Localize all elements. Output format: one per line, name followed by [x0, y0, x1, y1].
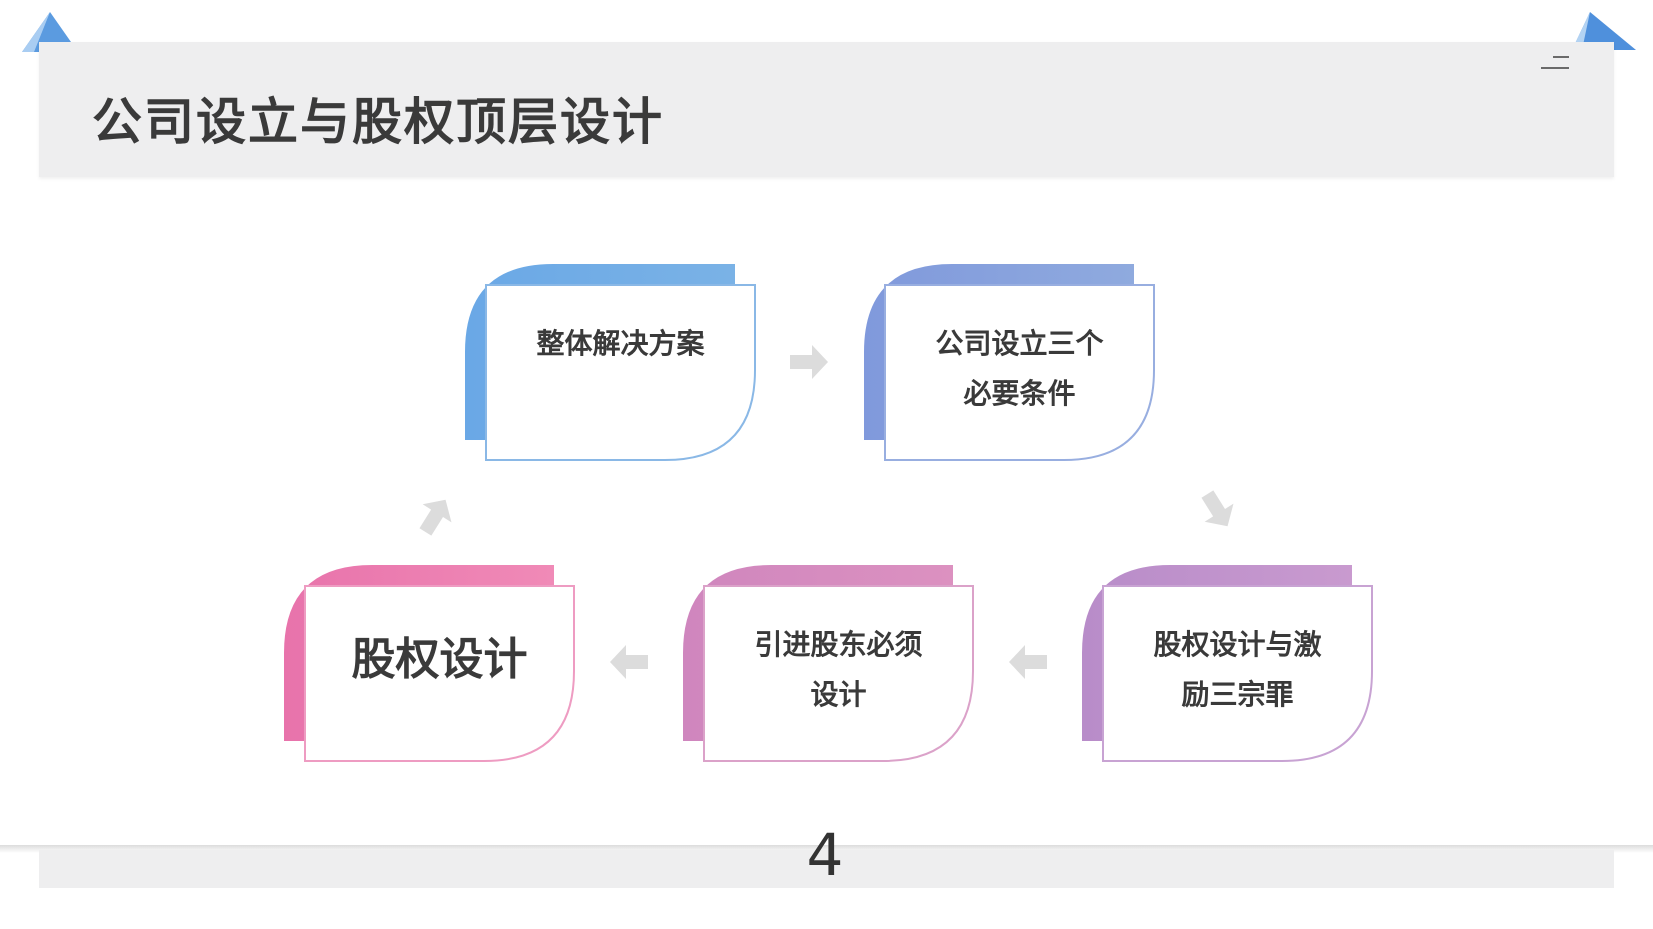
footer-shadow	[0, 845, 1653, 853]
step-3-line-1: 股权设计与激	[1153, 628, 1322, 661]
page-number: 4	[806, 821, 844, 889]
step-2-line-2: 必要条件	[963, 377, 1076, 410]
step-card-3	[1082, 565, 1373, 762]
arrow-left-icon	[610, 645, 648, 679]
footer-bar	[39, 850, 1614, 888]
step-4-line-1: 引进股东必须	[754, 628, 923, 661]
step-3-label: 股权设计与激 励三宗罪	[1103, 620, 1372, 720]
menu-lines-icon[interactable]	[1541, 56, 1573, 74]
step-5-line-1: 股权设计	[351, 634, 528, 685]
step-4-line-2: 设计	[810, 678, 867, 711]
arrow-up-icon	[419, 499, 452, 536]
step-2-line-1: 公司设立三个	[935, 327, 1104, 360]
step-4-label: 引进股东必须 设计	[704, 620, 973, 720]
step-card-5	[284, 565, 575, 762]
header-band	[39, 42, 1614, 177]
step-5-label: 股权设计	[305, 630, 574, 690]
step-2-label: 公司设立三个 必要条件	[885, 319, 1154, 419]
step-card-4	[683, 565, 974, 762]
step-1-line-1: 整体解决方案	[536, 327, 705, 360]
arrow-left-icon	[1009, 645, 1047, 679]
corner-triangle-right-icon	[1572, 12, 1636, 50]
step-1-label: 整体解决方案	[486, 319, 755, 369]
step-3-line-2: 励三宗罪	[1181, 678, 1294, 711]
step-card-1	[465, 264, 756, 461]
page-title: 公司设立与股权顶层设计	[92, 93, 664, 151]
step-card-2	[864, 264, 1155, 461]
arrow-down-icon	[1201, 490, 1234, 527]
arrow-right-icon	[790, 345, 828, 379]
